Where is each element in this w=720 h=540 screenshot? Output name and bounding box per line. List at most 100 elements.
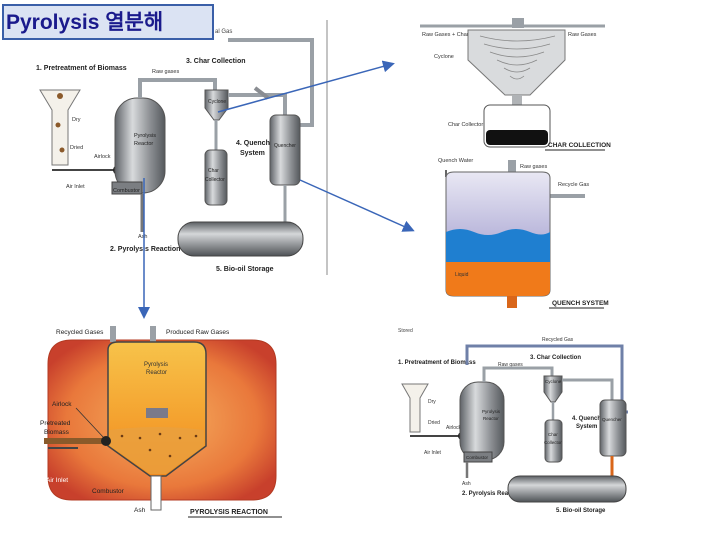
quencher <box>599 399 627 457</box>
reactor-label-line2: Reactor <box>134 141 153 147</box>
step-4-label-line2: System <box>576 424 597 430</box>
combustor-label: Combustor <box>113 188 140 194</box>
ash-label: Ash <box>134 507 146 514</box>
air-inlet-label: Air Inlet <box>424 450 442 456</box>
biomass-particle <box>178 436 182 440</box>
ash-label: Ash <box>138 234 147 240</box>
step-3-label: 3. Char Collection <box>530 355 581 361</box>
raw-gas-pipe <box>138 78 217 98</box>
quencher <box>269 114 301 186</box>
cyclone-vortex <box>479 35 556 80</box>
biomass-particle <box>194 434 198 438</box>
raw-gases-label: Raw gases <box>152 69 179 75</box>
quencher-label: Quencher <box>602 417 622 422</box>
reactor-label-line2: Reactor <box>483 416 499 421</box>
char-collection-caption: CHAR COLLECTION <box>548 142 611 149</box>
page-title: Pyrolysis 열분해 <box>6 11 164 34</box>
char-collector-label-line2: Collector <box>544 440 562 445</box>
step-4-label-line2: System <box>240 150 265 157</box>
quench-inlet <box>253 86 270 100</box>
quench-system-panel: Quench Water Raw gases Recycle Gas Liqui… <box>438 158 609 309</box>
recycled-gas-pipe <box>110 326 116 342</box>
pyrolysis-reactor <box>459 381 505 461</box>
quench-system-caption: QUENCH SYSTEM <box>552 300 609 307</box>
airlock-label: Airlock <box>52 401 72 408</box>
ash-outlet <box>150 475 162 511</box>
recycle-gas-label: Recycle Gas <box>558 182 589 188</box>
biomass-particle <box>148 448 152 452</box>
step-2-label: 2. Pyrolysis Reaction <box>462 491 523 497</box>
airlock-valve <box>101 436 111 446</box>
airlock-label: Airlock <box>94 154 111 160</box>
top-left-process-diagram: al Gas 1. Pretreatment of Biomass 3. Cha… <box>36 20 328 275</box>
dry-label: Dry <box>72 117 81 123</box>
gas-to-quencher-pipe <box>228 93 287 115</box>
cyclone <box>204 89 229 121</box>
title-box <box>2 4 214 40</box>
combustor-box <box>111 181 143 195</box>
step-4-label-line1: 4. Quench <box>236 140 270 147</box>
combustor-label: Combustor <box>466 455 489 460</box>
step-3-label: 3. Char Collection <box>186 58 246 65</box>
raw-gases-out-label: Raw Gases <box>568 32 597 38</box>
biomass-hopper <box>39 89 81 166</box>
dry-label: Dry <box>428 399 436 405</box>
gas-to-quencher-pipe <box>562 378 614 400</box>
bottom-right-process-diagram: Stored Recycled Gas 1. Pretreatment of B… <box>398 328 628 514</box>
bio-oil-storage-tank <box>177 221 304 257</box>
recycled-gas-label: Recycled Gas <box>542 337 574 343</box>
produced-raw-gases-label: Produced Raw Gases <box>166 329 230 336</box>
char-collector-label-line1: Char <box>208 168 219 174</box>
step-5-label: 5. Bio-oil Storage <box>216 266 274 273</box>
collected-char <box>486 130 548 145</box>
biomass-chunk <box>55 122 61 128</box>
char-collector-label-line2: Collector <box>205 177 225 183</box>
produced-gas-pipe <box>150 326 156 342</box>
reactor-label-line1: Pyrolysis <box>482 409 501 414</box>
bio-oil-layer <box>446 262 550 296</box>
pretreated-label-line2: Biomass <box>44 429 70 436</box>
cyclone-label: Cyclone <box>434 54 454 60</box>
biomass-chunk <box>57 93 63 99</box>
char-collector-label-line1: Char <box>548 432 558 437</box>
quencher-label: Quencher <box>274 143 296 149</box>
reactor-insert <box>146 408 168 418</box>
biomass-hopper <box>401 383 429 433</box>
pyrolysis-reaction-panel: Recycled Gases Produced Raw Gases Pyroly… <box>40 320 282 520</box>
biomass-chunk <box>59 147 65 153</box>
cyclone-neck <box>512 95 522 105</box>
char-collector <box>544 419 563 463</box>
raw-gases-in-label: Raw gases <box>520 164 547 170</box>
bio-oil-storage-tank <box>507 475 627 503</box>
recycle-gas-pipe <box>228 38 314 127</box>
biomass-particle <box>138 436 142 440</box>
char-collector-label: Char Collector <box>448 122 483 128</box>
combustor-box <box>463 451 493 463</box>
step-4-label-line1: 4. Quench <box>572 416 601 422</box>
reactor-label-line2: Reactor <box>146 370 167 376</box>
pyrolysis-reaction-caption: PYROLYSIS REACTION <box>190 509 268 516</box>
arrow-to-char-collection <box>217 60 395 113</box>
step-5-label: 5. Bio-oil Storage <box>556 508 606 514</box>
quench-water-label: Quench Water <box>438 158 473 164</box>
feed-screw <box>44 438 106 444</box>
raw-gas-pipe <box>482 366 554 382</box>
connector-arrows <box>138 60 415 319</box>
quench-water-layer <box>446 229 550 262</box>
char-outlet-stub <box>512 18 524 28</box>
airlock-label: Airlock <box>446 425 462 431</box>
cyclone-label: Cyclone <box>545 379 562 384</box>
reactor-label-line1: Pyrolysis <box>134 133 156 139</box>
pretreated-label-line1: Pretreated <box>40 420 71 427</box>
biomass-particle <box>168 454 172 458</box>
dried-label: Dried <box>428 420 440 426</box>
char-collector <box>204 149 228 206</box>
raw-gas-inlet <box>508 160 516 172</box>
reactor-label-line1: Pyrolysis <box>144 362 168 368</box>
step-2-label: 2. Pyrolysis Reaction <box>110 246 180 253</box>
arrow-to-quench-system <box>299 179 415 232</box>
liquid-outlet <box>507 296 517 308</box>
char-collection-panel: Raw Gases + Char Raw Gases Cyclone Char … <box>420 18 611 151</box>
air-inlet-label: Air Inlet <box>66 184 85 190</box>
dried-label: Dried <box>70 145 83 151</box>
